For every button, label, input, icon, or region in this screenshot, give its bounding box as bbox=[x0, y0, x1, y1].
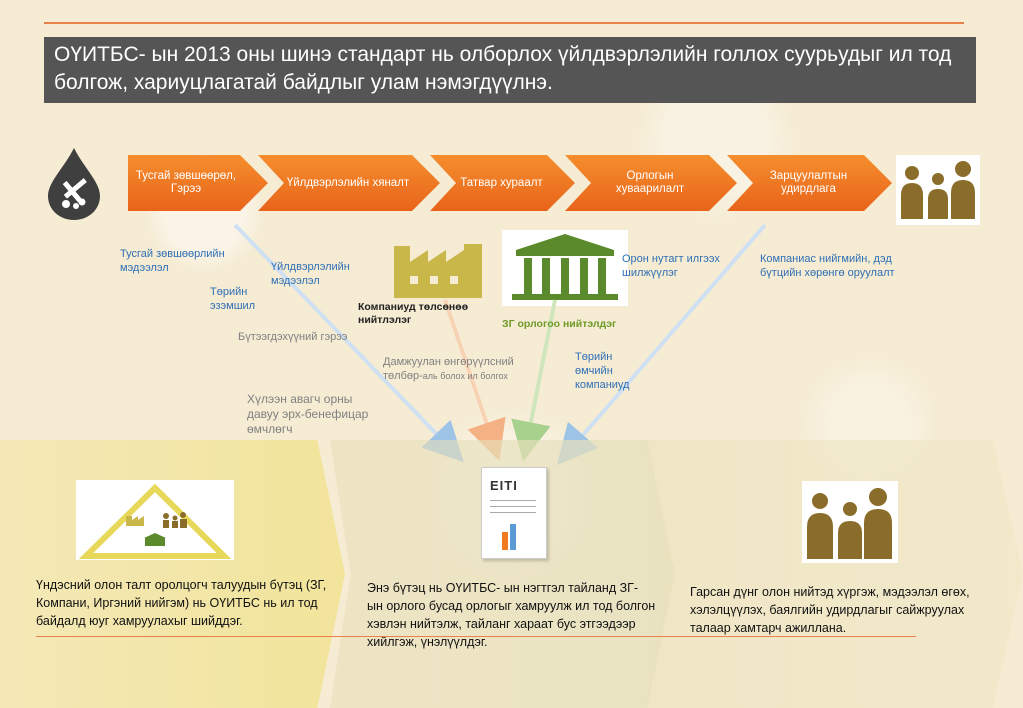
label-beneficial-ownership: Хүлээн авагч орны давуу эрх-бенефицар өм… bbox=[247, 392, 369, 436]
page-title: ОҮИТБС- ын 2013 оны шинэ стандарт нь олб… bbox=[44, 37, 976, 103]
step-revenue: Орлогын хуваарилалт bbox=[565, 155, 737, 211]
people-icon-bottom bbox=[802, 481, 898, 563]
top-rule bbox=[44, 22, 964, 24]
mining-drop-icon bbox=[48, 148, 100, 220]
stakeholders-triangle-icon bbox=[76, 480, 234, 560]
step-spending: Зарцуулалтын удирдлага bbox=[727, 155, 892, 211]
government-building-icon bbox=[502, 230, 628, 306]
eiti-report-icon: EITI bbox=[481, 467, 547, 559]
bottom-rule bbox=[36, 636, 916, 637]
factory-icon bbox=[394, 244, 482, 298]
label-gov-revenue: ЗГ орлогоо нийтэлдэг bbox=[502, 318, 617, 330]
step-license: Тусгай зөвшөөрөл, Гэрээ bbox=[128, 155, 268, 211]
label-transit-payments: Дамжуулан өнгөрүүлсний төлбөр-аль болох … bbox=[383, 356, 514, 382]
eiti-logo: EITI bbox=[490, 478, 518, 493]
panel-left-text: Үндэсний олон талт оролцогч талуудын бүт… bbox=[36, 578, 327, 628]
label-company-payments: Компаниуд төлсөнөө нийтлэлэг bbox=[358, 301, 469, 326]
label-production-info: Үйлдвэрлэлийн мэдээлэл bbox=[271, 261, 350, 287]
label-production-sharing: Бүтээгдэхүүний гэрээ bbox=[238, 331, 348, 343]
people-icon-top bbox=[896, 155, 980, 225]
panel-middle-text: Энэ бүтэц нь ОҮИТБС- ын нэгтгэл тайланд … bbox=[367, 581, 656, 649]
panel-right-text: Гарсан дүнг олон нийтэд хүргэж, мэдээлэл… bbox=[690, 585, 970, 635]
step-production: Үйлдвэрлэлийн хяналт bbox=[258, 155, 440, 211]
label-social-contrib: Компаниас нийгмийн, дэд бүтцийн хөрөнгө … bbox=[760, 253, 895, 279]
label-license-info: Тусгай зөвшөөрлийн мэдээлэл bbox=[120, 248, 225, 274]
label-state-companies: Төрийн өмчийн компаниуд bbox=[575, 351, 630, 391]
label-local-transfers: Орон нутагт илгээх шилжүүлэг bbox=[622, 253, 720, 279]
label-state-ownership: Төрийн эзэмшил bbox=[210, 286, 256, 312]
